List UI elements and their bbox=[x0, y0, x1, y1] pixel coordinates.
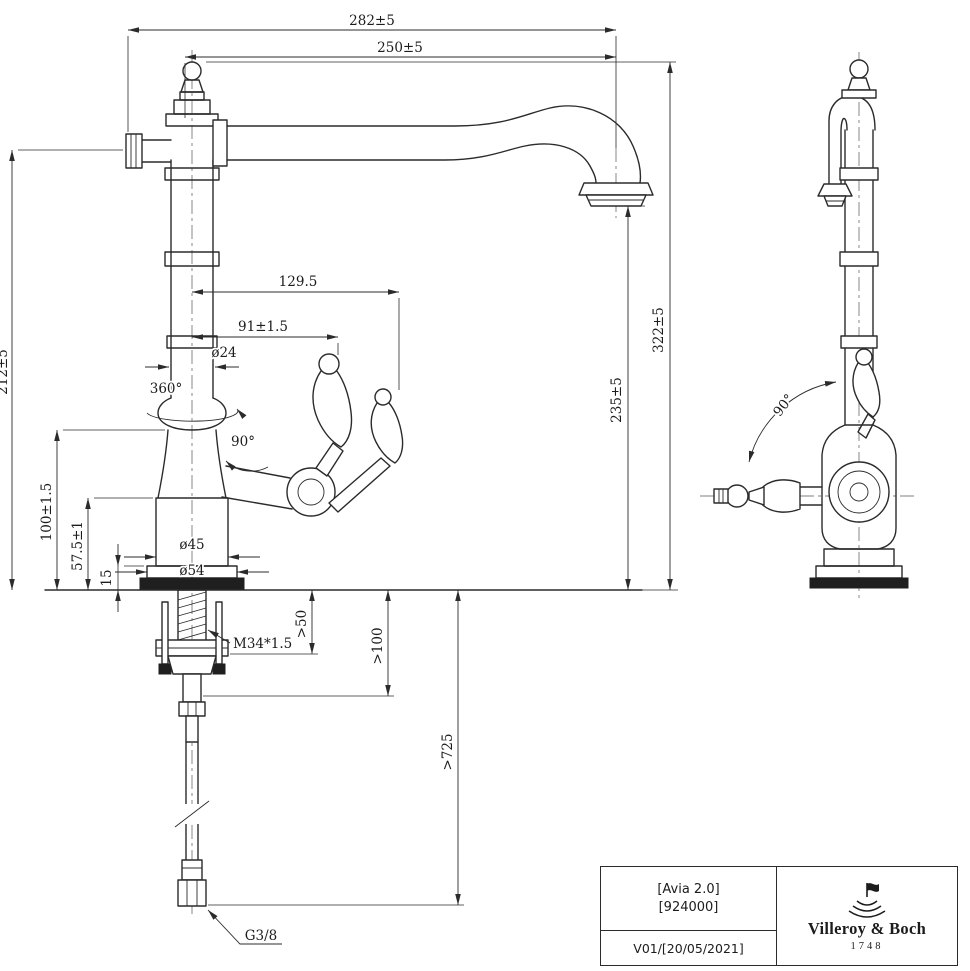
spout-bottom-edge bbox=[226, 143, 597, 184]
lever-grip-1-ball bbox=[318, 353, 340, 375]
side-top-cap bbox=[841, 89, 877, 99]
lever-stem-2 bbox=[328, 457, 391, 513]
model-name: [Avia 2.0] bbox=[657, 882, 720, 897]
lever-pivot-housing bbox=[286, 467, 336, 517]
dim-lever-reach-long: 129.5 bbox=[279, 274, 318, 290]
lever-grip-2-ball bbox=[374, 388, 392, 406]
side-column-rings bbox=[839, 167, 879, 349]
dim-height-total: 322±5 bbox=[651, 307, 667, 353]
side-grip-tip bbox=[713, 488, 729, 504]
front-spout bbox=[212, 105, 654, 207]
lock-nut bbox=[167, 655, 217, 675]
dim-lever-reach-short: 91±1.5 bbox=[238, 319, 288, 335]
side-cap bbox=[125, 133, 143, 169]
model-number: [924000] bbox=[658, 900, 719, 915]
base-gasket bbox=[139, 577, 245, 591]
front-under-counter bbox=[155, 589, 229, 907]
side-grip-neck bbox=[748, 486, 765, 506]
hose-nipple bbox=[185, 715, 199, 743]
dim-height-arm: 212±5 bbox=[0, 349, 11, 395]
dim-hose-thread: G3/8 bbox=[245, 928, 278, 944]
side-finial-ball bbox=[849, 59, 869, 79]
drawing-version: V01/[20/05/2021] bbox=[633, 940, 744, 956]
dim-lever-angle-front: 90° bbox=[231, 434, 255, 450]
bolt-head-left bbox=[158, 663, 172, 675]
title-block: [Avia 2.0] [924000] V01/[20/05/2021] Vil… bbox=[600, 866, 958, 966]
lever-stem-1 bbox=[315, 442, 344, 477]
front-column bbox=[125, 61, 220, 399]
spout-root-collar bbox=[212, 119, 228, 167]
dim-clearance-shank: >50 bbox=[294, 610, 310, 639]
swivel-arrow bbox=[146, 408, 247, 422]
supply-hose bbox=[174, 741, 210, 863]
lever-angle-arc-front bbox=[225, 460, 269, 472]
front-view bbox=[44, 61, 678, 907]
lever-angle-arc-side bbox=[748, 381, 837, 463]
column-ring-1 bbox=[164, 167, 220, 181]
bolt-head-right bbox=[212, 663, 226, 675]
dim-dia-flange: ø54 bbox=[179, 563, 204, 579]
dim-shank-thread: M34*1.5 bbox=[233, 636, 292, 652]
hose-adapter bbox=[178, 701, 206, 717]
brand-panel: Villeroy & Boch 1748 bbox=[777, 867, 957, 965]
brand-year: 1748 bbox=[850, 940, 884, 952]
finial bbox=[173, 61, 211, 115]
brand-name: Villeroy & Boch bbox=[807, 918, 927, 938]
dim-clearance-connector: >100 bbox=[370, 627, 386, 664]
side-lever-handle bbox=[713, 479, 823, 513]
lever-grip-2 bbox=[370, 399, 404, 464]
dim-height-spout: 235±5 bbox=[609, 377, 625, 423]
finial-ball bbox=[182, 61, 202, 81]
spout-aerator bbox=[585, 194, 647, 207]
hose-end-collar bbox=[181, 859, 203, 881]
side-spout bbox=[817, 59, 877, 207]
dim-swivel-range: 360° bbox=[150, 381, 183, 397]
side-base bbox=[809, 548, 909, 589]
swivel-joint bbox=[157, 397, 227, 431]
column-ring-2 bbox=[164, 251, 220, 267]
dim-body-height: 100±1.5 bbox=[39, 483, 55, 542]
dim-base-height: 57.5±1 bbox=[70, 521, 86, 571]
fixing-bolt-right bbox=[215, 601, 223, 665]
body-cone-left bbox=[157, 429, 169, 499]
front-lever-handle bbox=[221, 353, 404, 517]
front-side-cap bbox=[125, 133, 172, 169]
fixing-bolt-left bbox=[161, 601, 169, 665]
spout-top-edge bbox=[226, 105, 642, 184]
title-block-left: [Avia 2.0] [924000] V01/[20/05/2021] bbox=[601, 867, 777, 965]
side-spout-inner bbox=[840, 117, 848, 185]
side-upper-grip bbox=[852, 348, 881, 439]
spout-outlet-bell bbox=[578, 182, 654, 196]
dim-dia-column: ø24 bbox=[211, 345, 236, 361]
hose-connector-nut bbox=[177, 879, 207, 907]
side-grip-bulge bbox=[758, 479, 801, 513]
side-view bbox=[713, 59, 909, 589]
dim-flange-height: 15 bbox=[99, 569, 115, 586]
dim-width-total: 282±5 bbox=[349, 13, 395, 29]
dim-hose-length: >725 bbox=[440, 733, 456, 770]
lever-grip-1 bbox=[312, 366, 353, 448]
side-grip-ball bbox=[725, 484, 749, 508]
model-cell: [Avia 2.0] [924000] bbox=[601, 867, 776, 931]
shank-tube bbox=[182, 673, 202, 703]
body-cone-right bbox=[215, 429, 227, 499]
villeroy-boch-logo-icon bbox=[848, 882, 886, 918]
dimension-annotations: 282±5 250±5 322±5 235±5 212±5 100±1.5 57… bbox=[0, 11, 837, 946]
hose-break-symbol bbox=[174, 800, 210, 828]
side-finial-collar bbox=[847, 77, 871, 91]
shank-thread-hatch bbox=[177, 591, 207, 649]
side-outlet-bell bbox=[817, 183, 853, 197]
dim-width-spout: 250±5 bbox=[377, 40, 423, 56]
dim-dia-body: ø45 bbox=[179, 537, 204, 553]
